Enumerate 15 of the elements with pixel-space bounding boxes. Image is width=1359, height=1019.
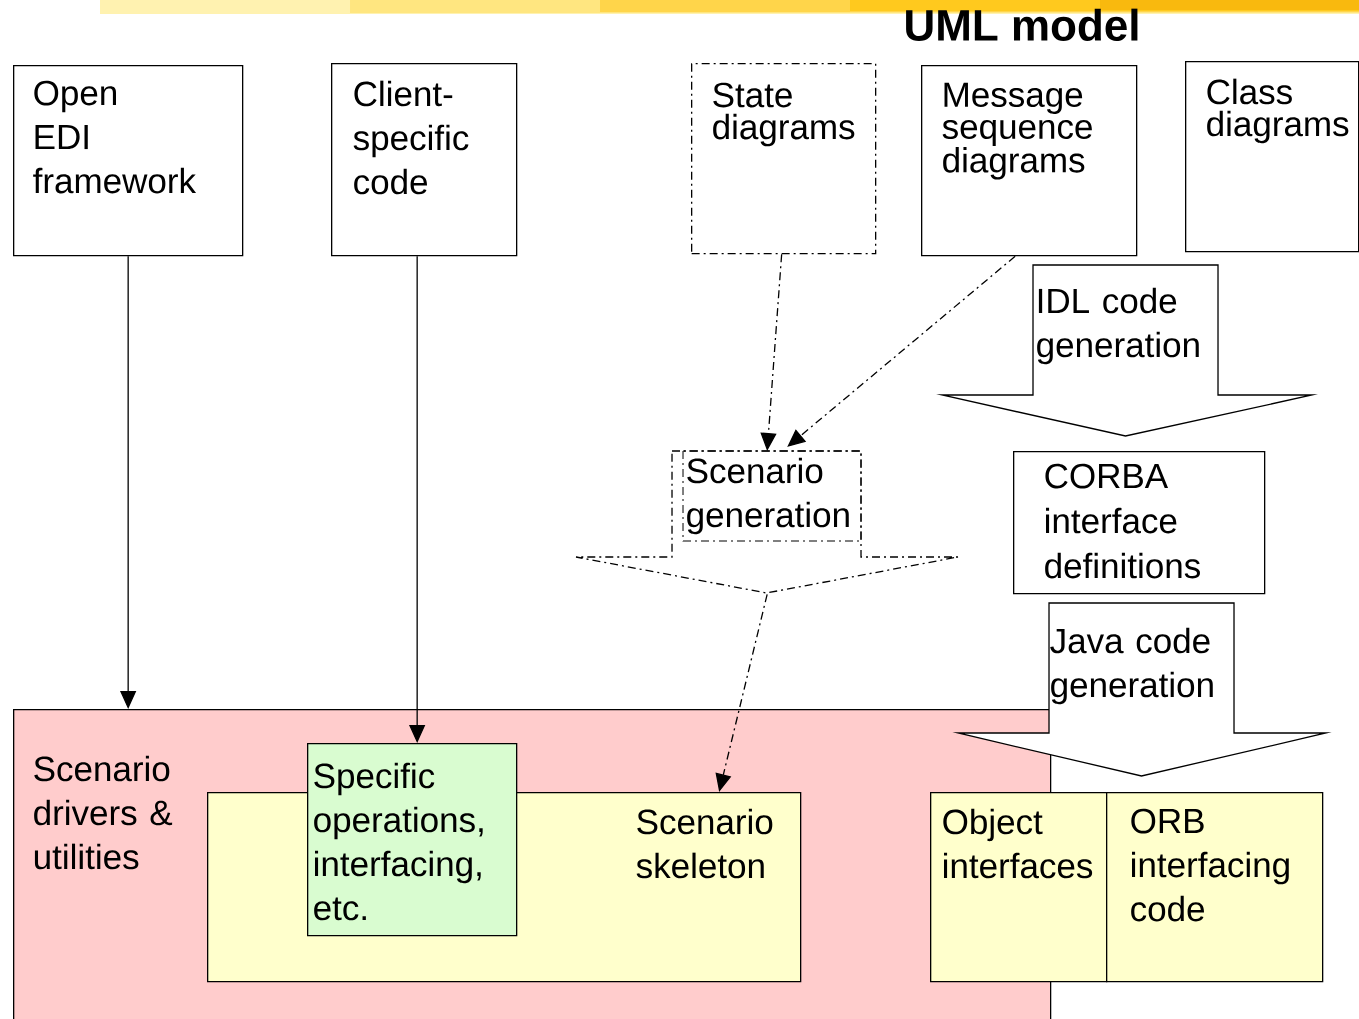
process-box: Class diagrams	[1185, 61, 1359, 253]
process-box: Client-specific code	[331, 63, 518, 257]
process-box: CORBA interface definitions	[1013, 451, 1266, 595]
process-box: Open EDI framework	[13, 65, 244, 257]
arrow	[409, 255, 426, 743]
process-box: Message sequence diagrams	[921, 65, 1138, 257]
title: UML model	[906, 8, 1138, 41]
arrow	[120, 255, 137, 709]
process-box: Specific operations, interfacing, etc.	[307, 743, 518, 937]
arrow	[760, 253, 783, 451]
arrow	[787, 255, 1016, 447]
process-box: Object interfaces	[930, 792, 1108, 983]
process-box: ORB interfacing code	[1106, 792, 1324, 983]
arrow	[715, 593, 768, 792]
process-box: State diagrams	[691, 63, 877, 255]
